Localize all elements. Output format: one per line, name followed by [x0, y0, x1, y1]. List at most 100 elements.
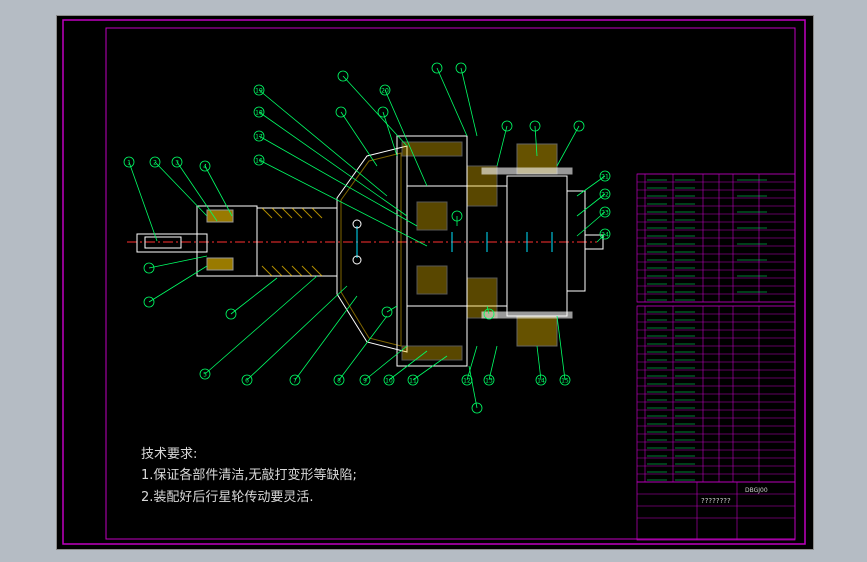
- balloon-24-leader: [596, 233, 606, 243]
- svg-text:20: 20: [381, 88, 389, 95]
- balloon-6: 6: [241, 374, 253, 386]
- balloon-19-leader: [258, 89, 388, 197]
- balloon-extra-10-leader: [230, 277, 278, 315]
- balloon-14: 14: [535, 374, 547, 386]
- balloon-extra-6: [335, 106, 347, 118]
- balloon-extra-2-leader: [460, 67, 478, 137]
- balloon-7-leader: [294, 295, 358, 381]
- bearing-bottom: [206, 257, 234, 271]
- planet-gear-1: [416, 201, 448, 231]
- planet-gear-2: [416, 265, 448, 295]
- balloon-22-leader: [576, 193, 606, 217]
- balloon-3: 3: [171, 156, 183, 168]
- svg-text:7: 7: [293, 378, 297, 385]
- balloon-extra-5: [573, 120, 585, 132]
- balloon-14-leader: [536, 345, 542, 381]
- svg-text:11: 11: [409, 378, 417, 385]
- balloon-extra-7: [377, 106, 389, 118]
- keyway: [144, 236, 182, 249]
- svg-text:13: 13: [485, 378, 493, 385]
- balloon-16: 16: [253, 154, 265, 166]
- svg-text:17: 17: [255, 134, 263, 141]
- balloon-11: 11: [407, 374, 419, 386]
- balloon-9-leader: [364, 345, 408, 381]
- balloon-22: 22: [599, 188, 611, 200]
- svg-text:24: 24: [601, 232, 609, 239]
- svg-text:6: 6: [245, 378, 249, 385]
- svg-text:14: 14: [537, 378, 545, 385]
- balloon-extra-12-leader: [468, 365, 478, 409]
- balloon-extra-8: [143, 262, 155, 274]
- balloon-11-leader: [412, 355, 448, 381]
- balloon-24: 24: [599, 228, 611, 240]
- balloon-extra-8-leader: [148, 255, 208, 269]
- output-bolt: [584, 234, 604, 250]
- svg-text:12: 12: [463, 378, 471, 385]
- outer-frame: [62, 19, 806, 545]
- svg-text:21: 21: [601, 174, 609, 181]
- balloon-20-leader: [384, 89, 428, 187]
- balloon-1-leader: [128, 161, 158, 242]
- balloon-9: 9: [359, 374, 371, 386]
- svg-text:1: 1: [127, 160, 131, 167]
- balloon-13: 13: [483, 374, 495, 386]
- balloon-extra-3-leader: [496, 125, 508, 167]
- balloon-5: 5: [199, 368, 211, 380]
- balloon-8: 8: [333, 374, 345, 386]
- balloon-3-leader: [176, 161, 218, 222]
- balloon-23-leader: [576, 211, 606, 237]
- balloon-15: 15: [559, 374, 571, 386]
- balloon-10-leader: [388, 350, 428, 381]
- balloon-extra-1-leader: [436, 67, 468, 137]
- title-unknown-mark: ????????: [701, 497, 731, 505]
- leader-lines: [128, 67, 606, 409]
- svg-text:16: 16: [255, 158, 263, 165]
- balloon-extra-14-leader: [386, 305, 398, 313]
- balloon-5-leader: [204, 275, 318, 375]
- svg-text:15: 15: [561, 378, 569, 385]
- balloon-extra-7-leader: [382, 111, 398, 157]
- balloon-21-leader: [576, 175, 606, 197]
- balloon-16-leader: [258, 159, 428, 247]
- flange: [396, 135, 468, 367]
- svg-text:10: 10: [385, 378, 393, 385]
- balloon-4-leader: [204, 165, 233, 217]
- svg-text:23: 23: [601, 210, 609, 217]
- balloon-6-leader: [246, 285, 348, 381]
- title-block: [636, 481, 796, 541]
- balloon-extra-10: [225, 308, 237, 320]
- svg-text:4: 4: [203, 164, 207, 171]
- balloon-12-leader: [466, 345, 478, 381]
- drawing-code: DBGJ00: [745, 487, 768, 494]
- balloon-17-leader: [258, 135, 418, 227]
- balloon-extra-3: [501, 120, 513, 132]
- svg-text:9: 9: [363, 378, 367, 385]
- balloon-extra-5-leader: [556, 125, 580, 167]
- balloon-18: 18: [253, 106, 265, 118]
- balloon-extra-2: [455, 62, 467, 74]
- balloon-18-leader: [258, 111, 408, 217]
- balloon-extra-4: [529, 120, 541, 132]
- balloon-8-leader: [338, 315, 388, 381]
- balloon-extra-0: [337, 70, 349, 82]
- balloon-23: 23: [599, 206, 611, 218]
- balloon-20: 20: [379, 84, 391, 96]
- tech-req-item-1: 1.保证各部件清洁,无敲打变形等缺陷;: [141, 468, 357, 483]
- balloon-17: 17: [253, 130, 265, 142]
- svg-text:2: 2: [153, 160, 157, 167]
- balloon-13-leader: [488, 345, 498, 381]
- balloon-19: 19: [253, 84, 265, 96]
- end-cover: [566, 190, 586, 292]
- svg-text:18: 18: [255, 110, 263, 117]
- balloon-2: 2: [149, 156, 161, 168]
- balloon-extra-13: [451, 210, 463, 222]
- balloon-12: 12: [461, 374, 473, 386]
- svg-text:5: 5: [203, 372, 207, 379]
- balloon-extra-9-leader: [148, 265, 208, 303]
- balloon-extra-1: [431, 62, 443, 74]
- svg-text:19: 19: [255, 88, 263, 95]
